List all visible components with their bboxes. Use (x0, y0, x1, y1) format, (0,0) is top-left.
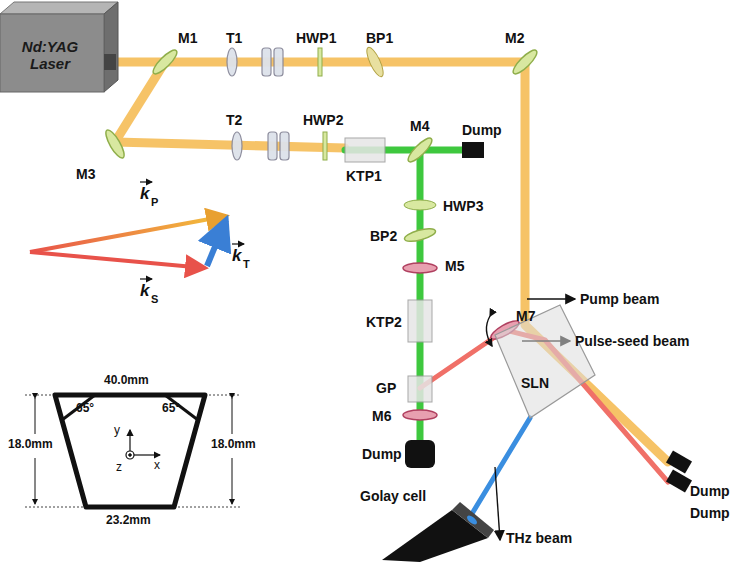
golay-detector: Golay cell (360, 488, 510, 562)
component-label: BP2 (370, 228, 397, 244)
component-label: Dump (362, 446, 402, 462)
component-label: M2 (505, 30, 524, 46)
component-label: KTP1 (346, 168, 382, 184)
wave-vector-label: T (243, 258, 250, 271)
wave-vector-label: k (140, 184, 149, 204)
node-label: SLN (515, 375, 555, 391)
component-label: HWP1 (296, 30, 336, 46)
component-label: HWP2 (303, 112, 343, 128)
component-label: BP1 (366, 30, 393, 46)
component-label: Dump (690, 483, 730, 499)
component-label: Dump (690, 505, 730, 521)
component-label: T1 (226, 30, 242, 46)
dimension-label: 18.0mm (211, 438, 256, 452)
component-label: GP (376, 380, 396, 396)
component-label: THz beam (506, 530, 572, 546)
node-label: Nd:YAG Laser (4, 38, 96, 72)
component-label: M4 (410, 118, 429, 134)
wave-vector-label: k (140, 281, 149, 301)
wave-vector-label: k (232, 246, 241, 266)
component-label: Dump (462, 122, 502, 138)
component-label: T2 (226, 112, 242, 128)
component-label: M5 (445, 258, 464, 274)
component-label: M6 (372, 408, 391, 424)
dimension-label: 40.0mm (104, 374, 149, 388)
laser-box: Nd:YAG Laser (0, 0, 120, 95)
dimension-label: 65° (162, 402, 180, 416)
dimension-label: y (114, 424, 120, 438)
wave-vector-label: S (151, 293, 158, 306)
dimension-label: 23.2mm (106, 514, 151, 528)
dimension-label: 65° (76, 402, 94, 416)
component-label: HWP3 (443, 198, 483, 214)
component-label: M7 (516, 308, 535, 324)
node-label: Golay cell (360, 488, 450, 504)
component-label: Pump beam (580, 291, 659, 307)
sln-crystal: SLN (490, 300, 600, 420)
component-label: KTP2 (366, 314, 402, 330)
wave-vector-label: P (151, 196, 158, 209)
node-outline (490, 300, 600, 420)
component-label: M1 (178, 30, 197, 46)
component-label: M3 (76, 166, 95, 182)
dimension-label: z (116, 461, 122, 475)
dimension-label: x (154, 459, 160, 473)
dimension-label: 18.0mm (8, 438, 53, 452)
component-label: Pulse-seed beam (575, 333, 689, 349)
